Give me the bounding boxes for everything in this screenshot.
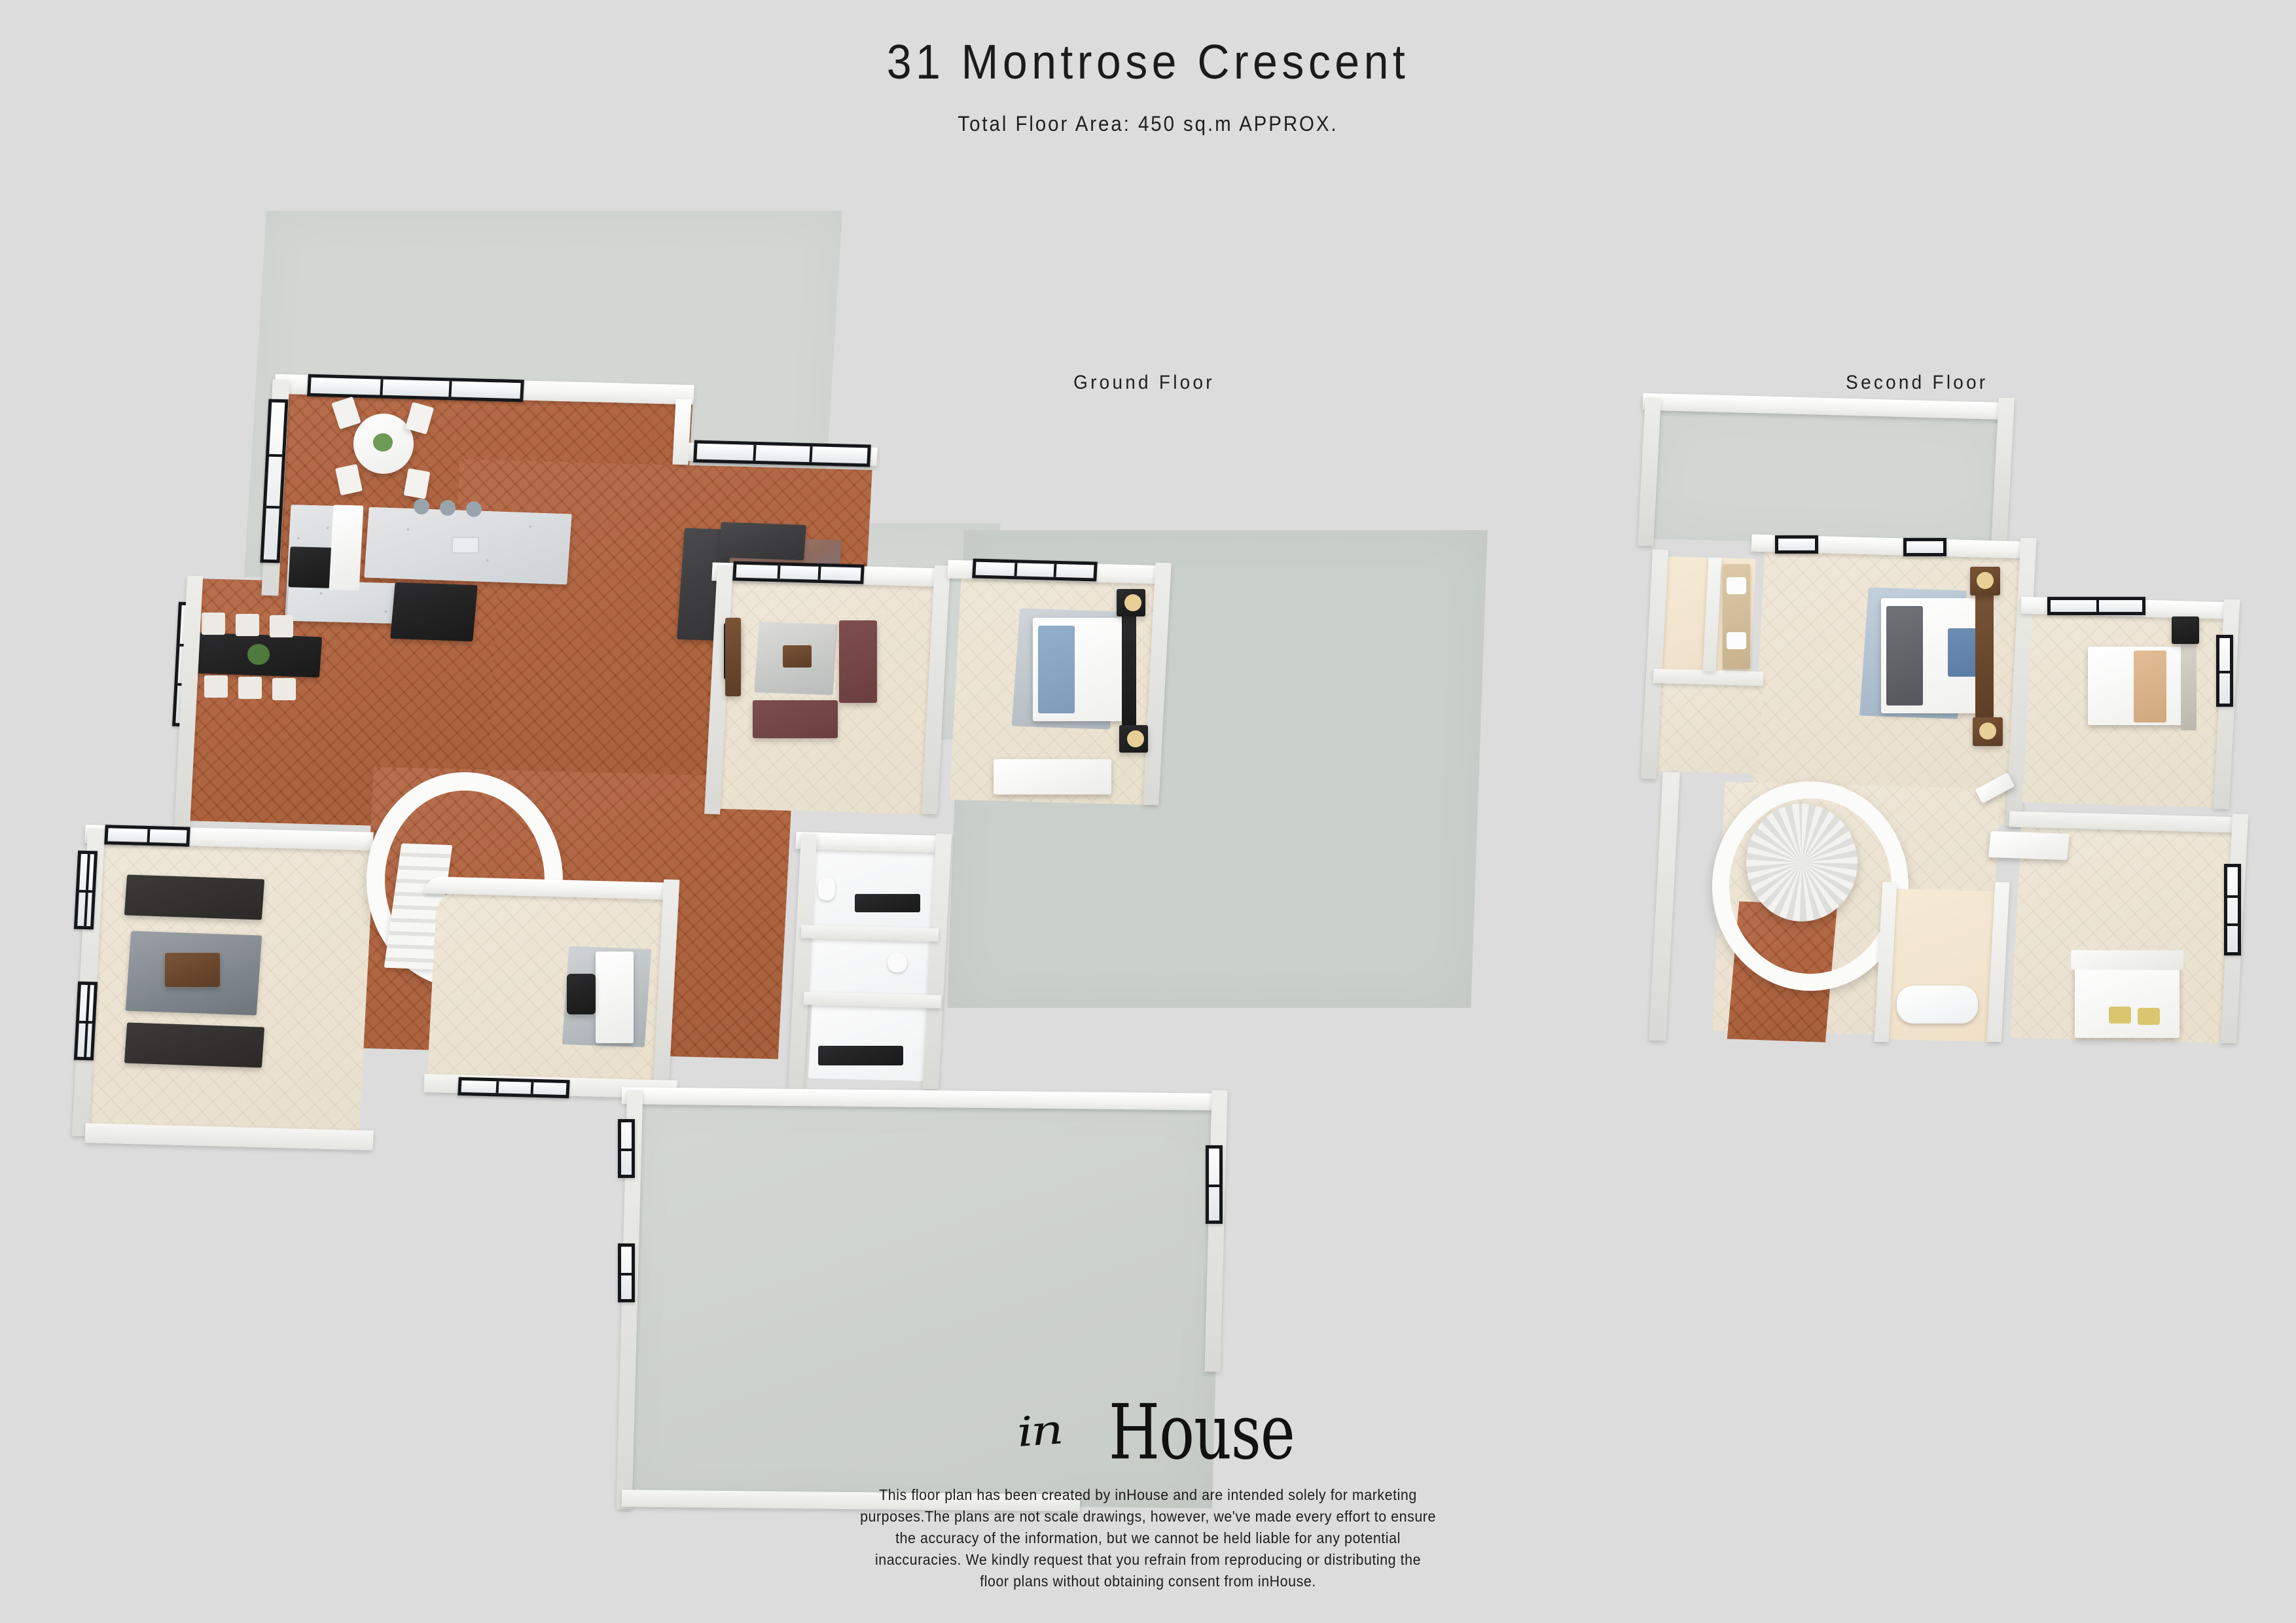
- cloakroom-toilet: [888, 953, 907, 972]
- kitchen-hob: [288, 546, 332, 588]
- brand-logo: in House: [0, 1386, 2296, 1477]
- disclaimer-line: inaccuracies. We kindly request that you…: [874, 1551, 1422, 1568]
- master-headboard: [1975, 592, 1994, 720]
- tv-room-side-table: [783, 645, 812, 668]
- master-north-window-right: [1903, 538, 1946, 556]
- dining-centerpiece-plant: [247, 644, 270, 665]
- living-sofa-bottom: [124, 1022, 265, 1068]
- study-desk-chair: [567, 974, 596, 1014]
- guest-bedside-lamp: [1124, 594, 1141, 611]
- bedroom-two-east-window: [2216, 635, 2233, 707]
- dining-chair: [403, 468, 431, 499]
- dining-chair: [272, 678, 296, 700]
- table-plant: [373, 433, 393, 452]
- master-bedside-lamp: [1977, 572, 1994, 589]
- living-west-window-lower: [73, 981, 98, 1061]
- master-north-window-left: [1775, 535, 1818, 554]
- disclaimer-line: This floor plan has been created by inHo…: [879, 1486, 1417, 1503]
- second-floor-plan: [1558, 393, 2291, 1113]
- master-bed-runner: [1886, 606, 1923, 705]
- disclaimer-line: the accuracy of the information, but we …: [895, 1529, 1401, 1546]
- total-floor-area: Total Floor Area: 450 sq.m APPROX.: [958, 112, 1338, 135]
- roof-terrace-slab: [1645, 401, 2007, 548]
- ensuite-vanity: [855, 894, 920, 912]
- lounge-sofa-arm: [719, 522, 806, 561]
- dining-chair: [238, 677, 262, 699]
- logo-in-text: in: [1015, 1405, 1063, 1456]
- living-coffee-table: [165, 953, 220, 987]
- bathtub: [1897, 986, 1978, 1024]
- disclaimer-line: floor plans without obtaining consent fr…: [980, 1573, 1316, 1590]
- tv-room-north-window: [732, 561, 865, 584]
- bar-stool: [466, 501, 482, 517]
- kitchen-tall-unit: [329, 505, 364, 591]
- study-desk: [596, 952, 634, 1043]
- bar-stool: [414, 499, 429, 514]
- bedroom-three-cushion: [2109, 1007, 2131, 1024]
- cloakroom-floor: [808, 934, 937, 997]
- study-south-window: [457, 1077, 570, 1099]
- guest-bed-throw: [1038, 626, 1075, 713]
- bedroom-two-north-window: [2047, 597, 2145, 615]
- guest-bedside-lamp: [1127, 730, 1144, 747]
- guest-bed-headboard: [1122, 613, 1136, 728]
- master-bedside-lamp: [1979, 722, 1996, 740]
- ensuite-toilet: [818, 877, 835, 901]
- tv-room-sofa-bottom: [753, 700, 838, 738]
- dining-chair: [270, 615, 293, 637]
- shower-room-floor: [808, 999, 941, 1082]
- bedroom-three-headboard: [2071, 950, 2183, 970]
- tv-room-sofa-right: [839, 620, 877, 703]
- living-north-window: [104, 825, 190, 847]
- bedroom-two-nightstand: [2172, 616, 2199, 644]
- second-floor-label: Second Floor: [1846, 372, 1988, 393]
- guest-wardrobe-doors: [994, 759, 1111, 794]
- landing-west-wall: [1649, 772, 1680, 1041]
- spiral-staircase: [1746, 804, 1857, 921]
- ensuite-basin: [1727, 577, 1746, 594]
- disclaimer-line: purposes.The plans are not scale drawing…: [860, 1508, 1436, 1525]
- bedroom-two-bed-throw: [2134, 651, 2166, 722]
- ground-floor-plan: [0, 183, 1488, 1512]
- dining-chair: [236, 614, 259, 636]
- disclaimer-text: This floor plan has been created by inHo…: [81, 1484, 2215, 1592]
- guest-bedroom-north-window: [972, 558, 1098, 582]
- living-sofa-top: [124, 874, 265, 920]
- shower-room-vanity: [818, 1046, 903, 1065]
- living-west-window-upper: [73, 850, 98, 930]
- lounge-north-window: [693, 440, 871, 467]
- dining-chair: [204, 675, 228, 698]
- kitchen-peninsula-unit: [390, 582, 478, 642]
- garage-east-window: [1206, 1145, 1223, 1224]
- page-title: 31 Montrose Crescent: [886, 35, 1410, 89]
- ensuite-basin: [1727, 632, 1746, 649]
- island-sink: [452, 537, 479, 554]
- ground-floor-label: Ground Floor: [1073, 372, 1215, 393]
- tv-console: [725, 618, 741, 696]
- hall-wardrobe-doors: [1988, 830, 2070, 861]
- walk-in-wardrobe-floor: [1653, 679, 1763, 774]
- bar-stool: [440, 500, 456, 516]
- dining-chair: [202, 613, 225, 635]
- garage-west-window-lower: [618, 1243, 635, 1302]
- header: 31 Montrose Crescent Total Floor Area: 4…: [0, 0, 2296, 136]
- bedroom-two-headboard: [2181, 641, 2197, 730]
- bedroom-three-east-window: [2224, 864, 2241, 955]
- logo-house-text: House: [1109, 1387, 1295, 1477]
- bedroom-three-cushion: [2138, 1008, 2160, 1025]
- garage-west-window-upper: [618, 1119, 635, 1178]
- master-bed-throw-blue: [1948, 628, 1977, 677]
